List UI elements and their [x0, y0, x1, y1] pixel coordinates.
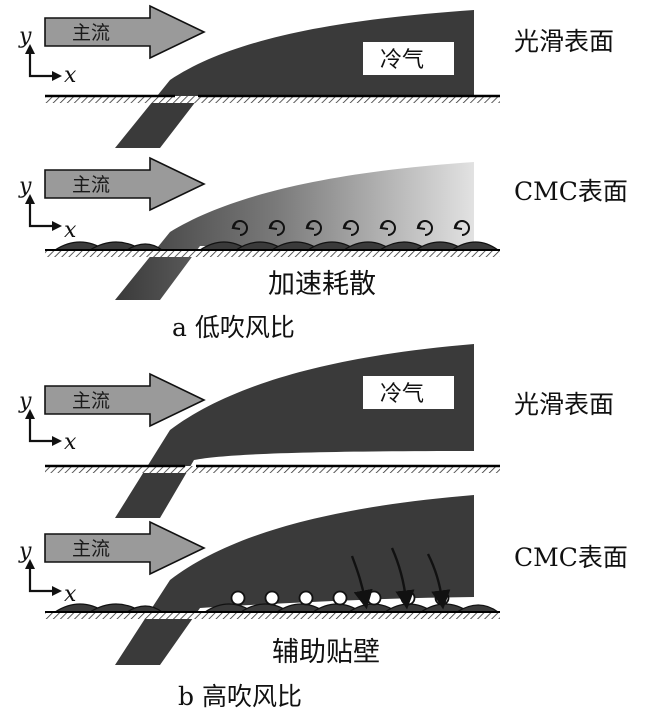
vortex-icon: [342, 220, 359, 236]
down-arrow-icon: [426, 553, 451, 610]
axis-y-label: y: [18, 24, 32, 49]
surface-label-cmc: CMC表面: [514, 177, 628, 206]
axis-x-label: x: [64, 430, 77, 455]
hatched-plate: [45, 466, 500, 473]
reattachment-arrows: [350, 547, 451, 610]
vortex-icon: [305, 220, 322, 236]
vortex-icon: [453, 220, 470, 236]
coolant-jet-dissipating: [115, 162, 474, 300]
down-arrow-icon: [350, 555, 373, 610]
effect-label-attachment: 辅助贴壁: [272, 637, 380, 668]
main-flow-label: 主流: [72, 22, 110, 44]
vortex-icon: [268, 220, 285, 236]
axis-indicator: y x: [18, 174, 77, 243]
axis-y-label: y: [18, 174, 32, 199]
coolant-jet-lifted: [115, 344, 474, 518]
axis-y-label: y: [18, 539, 32, 564]
caption-b: b 高吹风比: [178, 682, 302, 711]
coolant-label: 冷气: [380, 382, 424, 407]
coolant-jet-reattached: [115, 495, 474, 665]
main-flow-arrow: 主流: [44, 156, 206, 212]
axis-indicator: y x: [18, 389, 77, 455]
main-flow-label: 主流: [72, 538, 110, 560]
surface-label-smooth: 光滑表面: [514, 27, 614, 56]
vortex-icon: [416, 220, 433, 236]
hatched-plate: [45, 250, 500, 257]
main-flow-label: 主流: [72, 390, 110, 412]
surface-label-cmc: CMC表面: [514, 543, 628, 572]
main-flow-arrow: 主流: [44, 520, 206, 576]
axis-x-label: x: [64, 582, 77, 607]
axis-indicator: y x: [18, 539, 77, 607]
main-flow-label: 主流: [72, 174, 110, 196]
vortex-icon: [231, 220, 248, 236]
axis-y-label: y: [18, 389, 32, 414]
main-flow-arrow: 主流: [44, 372, 206, 428]
axis-indicator: y x: [18, 24, 77, 88]
vortex-icons: [231, 220, 470, 236]
caption-a: a 低吹风比: [172, 313, 295, 342]
panel-cmc-low: y x 主流: [18, 156, 628, 300]
hatched-plate: [45, 612, 500, 619]
coolant-label: 冷气: [380, 48, 424, 73]
vortex-icon: [379, 220, 396, 236]
hatched-plate: [45, 96, 500, 103]
axis-x-label: x: [64, 218, 77, 243]
surface-label-smooth: 光滑表面: [514, 390, 614, 419]
down-arrow-icon: [390, 547, 415, 610]
effect-label-dissipation: 加速耗散: [268, 269, 376, 300]
panel-smooth-low: y x 主流 冷气 光滑表面: [18, 4, 614, 148]
panel-cmc-high: y x 主流: [18, 495, 628, 668]
panel-smooth-high: y x 主流 冷气 光滑表面: [18, 344, 614, 518]
main-flow-arrow: 主流: [44, 4, 206, 60]
axis-x-label: x: [64, 63, 77, 88]
